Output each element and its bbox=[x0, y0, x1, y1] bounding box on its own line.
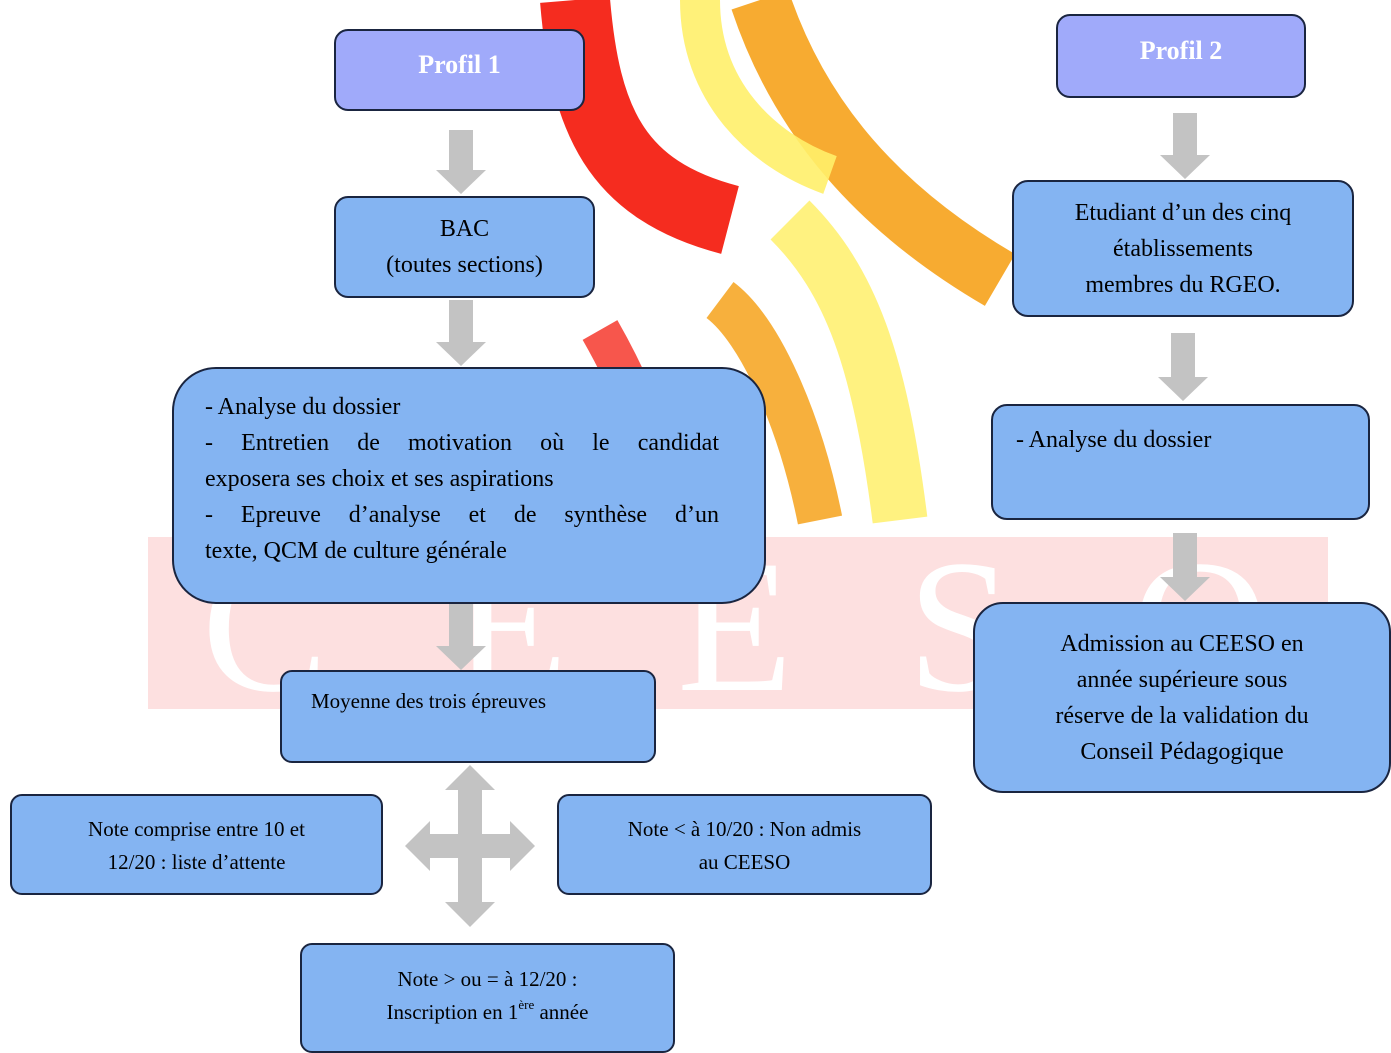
student-line: Etudiant d’un des cinq bbox=[1074, 199, 1292, 226]
admission-line: année supérieure sous bbox=[1076, 666, 1288, 693]
watermark-arc-orange bbox=[731, 0, 1016, 306]
watermark-arc-orange-lower bbox=[705, 282, 843, 525]
profil-2-title: Profil 2 bbox=[1139, 36, 1223, 65]
down-arrow bbox=[1158, 333, 1208, 401]
dossier-analysis-box: - Analyse du dossier bbox=[991, 404, 1370, 520]
admission-line: Conseil Pédagogique bbox=[1080, 738, 1284, 765]
criteria-line: - Entretien de motivation où le candidat bbox=[205, 430, 719, 456]
rejected-line: au CEESO bbox=[698, 850, 791, 874]
selection-criteria-box: - Analyse du dossier - Entretien de moti… bbox=[172, 367, 766, 604]
average-box: Moyenne des trois épreuves bbox=[280, 670, 656, 763]
dossier-analysis-label: - Analyse du dossier bbox=[1016, 427, 1212, 453]
admitted-text: Inscription en 1 bbox=[386, 1000, 519, 1024]
waitlist-line: Note comprise entre 10 et bbox=[88, 817, 305, 841]
profil-2-box: Profil 2 bbox=[1056, 14, 1306, 98]
criteria-line: texte, QCM de culture générale bbox=[205, 538, 507, 564]
down-arrow bbox=[436, 604, 486, 670]
watermark-arc-yellow bbox=[680, 0, 838, 194]
down-arrow bbox=[436, 130, 486, 194]
admission-box: Admission au CEESO en année supérieure s… bbox=[973, 602, 1391, 793]
bac-label: BAC bbox=[439, 216, 490, 242]
four-way-arrow-icon bbox=[405, 765, 535, 927]
waitlist-outcome-box: Note comprise entre 10 et 12/20 : liste … bbox=[10, 794, 383, 895]
admission-line: réserve de la validation du bbox=[1055, 702, 1309, 729]
admitted-line: Note > ou = à 12/20 : bbox=[397, 967, 578, 991]
waitlist-line: 12/20 : liste d’attente bbox=[107, 850, 286, 874]
profil-1-box: Profil 1 bbox=[334, 29, 585, 111]
criteria-line: - Epreuve d’analyse et de synthèse d’un bbox=[205, 502, 719, 528]
admitted-superscript: ère bbox=[518, 997, 535, 1012]
student-box: Etudiant d’un des cinq établissements me… bbox=[1012, 180, 1354, 317]
bac-box: BAC (toutes sections) bbox=[334, 196, 595, 298]
down-arrow bbox=[1160, 533, 1210, 601]
average-label: Moyenne des trois épreuves bbox=[311, 689, 547, 713]
criteria-line: exposera ses choix et ses aspirations bbox=[205, 466, 554, 492]
admitted-line-2: Inscription en 1ère année bbox=[387, 996, 589, 1029]
student-line: membres du RGEO. bbox=[1085, 271, 1281, 298]
down-arrow bbox=[436, 300, 486, 366]
bac-sections: (toutes sections) bbox=[386, 252, 543, 278]
rejected-outcome-box: Note < à 10/20 : Non admis au CEESO bbox=[557, 794, 932, 895]
admission-line: Admission au CEESO en bbox=[1060, 630, 1304, 657]
admitted-text: année bbox=[534, 1000, 589, 1024]
admitted-outcome-box: Note > ou = à 12/20 : Inscription en 1èr… bbox=[300, 943, 675, 1053]
watermark-arc-yellow-lower bbox=[770, 200, 928, 524]
rejected-line: Note < à 10/20 : Non admis bbox=[627, 817, 862, 841]
student-line: établissements bbox=[1113, 235, 1253, 262]
criteria-line: - Analyse du dossier bbox=[205, 394, 401, 420]
profil-1-title: Profil 1 bbox=[418, 50, 501, 79]
down-arrow bbox=[1160, 113, 1210, 179]
